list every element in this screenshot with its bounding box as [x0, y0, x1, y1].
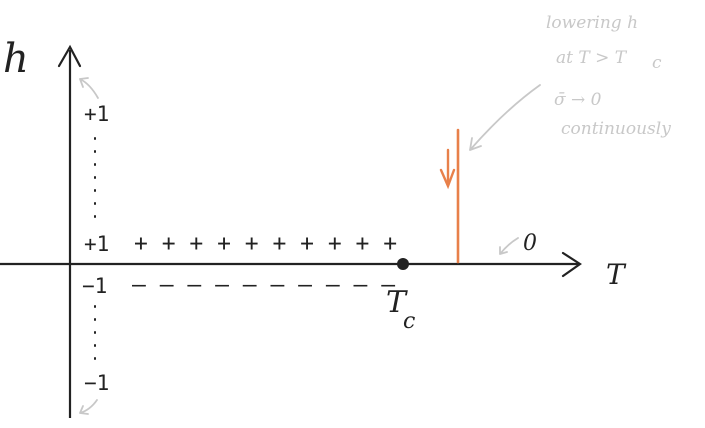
gray-arrow-zero — [499, 237, 519, 255]
minus-spin-row: – – – – – – – – – – — [132, 272, 395, 298]
t-axis-arrowhead — [561, 251, 582, 278]
minus-one-bottom: −1 — [84, 371, 109, 395]
gray-arrow-top — [79, 77, 99, 99]
h-axis-label: h — [3, 36, 29, 82]
critical-temp-label: T — [386, 285, 408, 320]
annotation-line-2-subscript: c — [652, 53, 662, 73]
critical-temp-subscript: c — [403, 309, 415, 334]
minus-one-axis: −1 — [82, 274, 107, 298]
gray-arrow-bottom — [79, 399, 98, 415]
plus-spin-row: + + + + + + + + + + — [134, 231, 397, 257]
annotation-line-4: continuously — [561, 119, 671, 139]
t-axis-label: T — [606, 258, 627, 291]
annotation-line-2: at T > T — [556, 48, 628, 68]
annotation-line-3: σ̄ → 0 — [554, 90, 602, 110]
plus-one-axis: +1 — [84, 232, 109, 256]
h-axis-arrowhead — [57, 44, 82, 68]
plus-one-top: +1 — [84, 102, 109, 126]
critical-point — [397, 258, 409, 270]
annotation-leader-arrow — [469, 84, 541, 151]
annotation-line-1: lowering h — [546, 13, 638, 33]
zero-label: 0 — [523, 231, 537, 256]
orange-down-arrowhead — [439, 168, 456, 190]
